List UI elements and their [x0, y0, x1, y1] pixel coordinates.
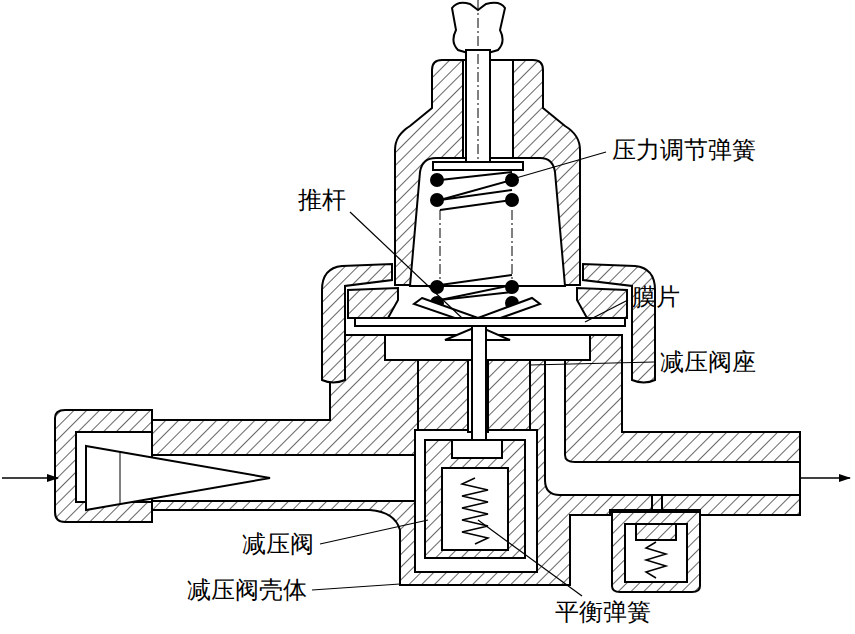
leader-lines: [312, 152, 654, 596]
leader-line: [478, 520, 582, 596]
inlet-filter: [86, 446, 270, 510]
part-label: 减压阀壳体: [187, 576, 307, 604]
upper-ring: [348, 288, 398, 318]
leader-line: [516, 152, 606, 178]
leader-line: [350, 212, 462, 318]
part-label: 减压阀座: [660, 348, 756, 376]
flow-arrow: [800, 477, 850, 479]
valve-chamber: [415, 430, 537, 572]
part-label: 减压阀: [242, 530, 314, 558]
part-label: 膜片: [632, 283, 680, 311]
part-label: 推杆: [298, 186, 346, 214]
part-label: 平衡弹簧: [555, 598, 651, 626]
balance-spring: [462, 478, 488, 544]
spring-seat: [433, 162, 523, 170]
leader-line: [312, 584, 400, 590]
part-label: 压力调节弹簧: [612, 136, 756, 164]
leader-line: [530, 362, 654, 365]
push-rod: [472, 326, 486, 442]
adjusting-screw: [452, 3, 505, 56]
pressure-spring: [431, 172, 518, 309]
leader-line: [585, 300, 628, 322]
reducing-valve: [425, 440, 525, 558]
flow-arrow: [2, 477, 58, 479]
outlet-channel: [545, 360, 800, 495]
leader-line: [320, 520, 428, 544]
valve-body: [55, 0, 800, 592]
diaphragm: [355, 318, 625, 326]
safety-spring: [646, 542, 666, 578]
safety-valve: [612, 512, 700, 592]
bonnet-cavity: [410, 158, 565, 286]
